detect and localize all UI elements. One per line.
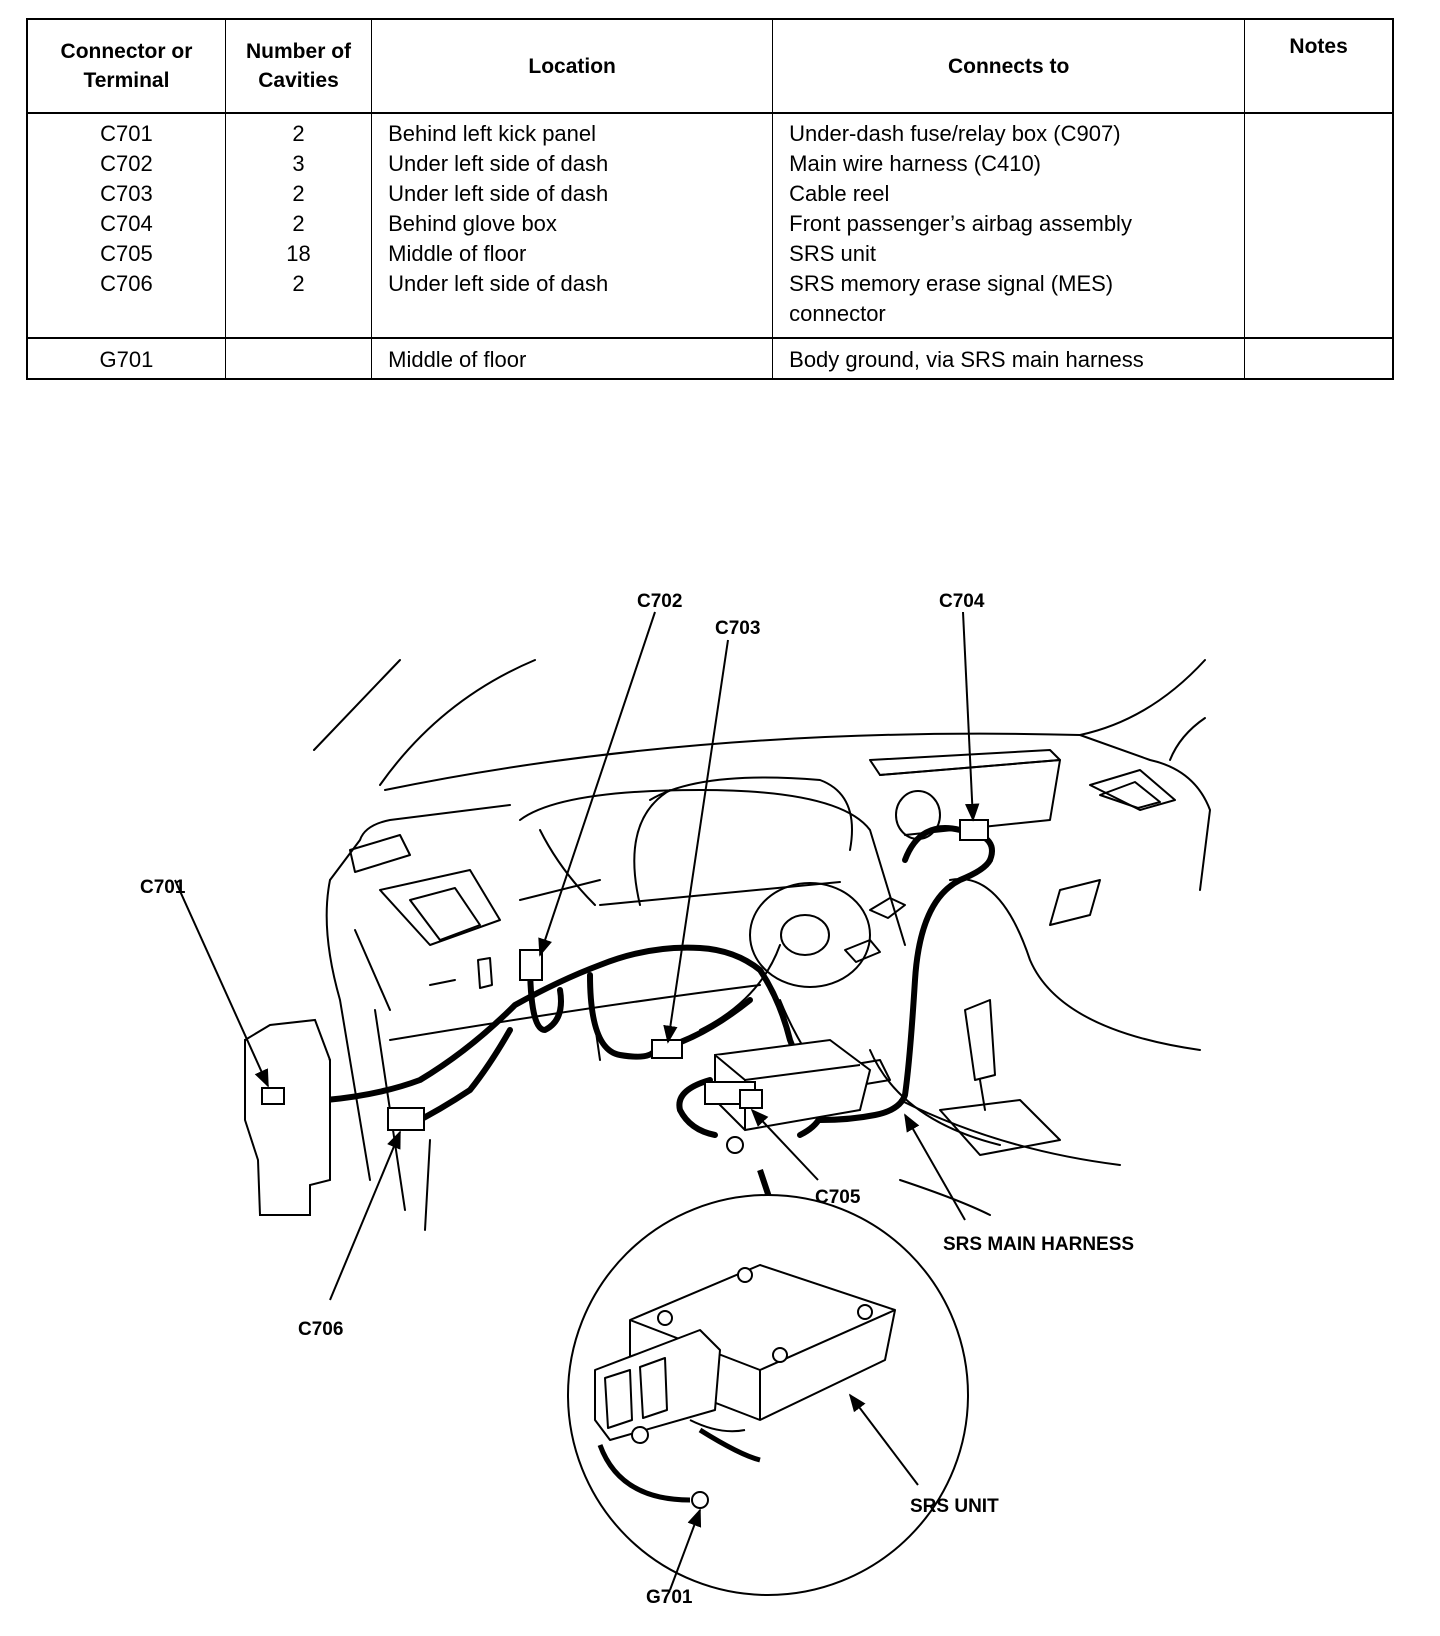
cell-cavities: 2	[224, 179, 373, 209]
cell-connects-to: Body ground, via SRS main harness	[772, 337, 1246, 379]
connects-to-line: SRS memory erase signal (MES)	[789, 271, 1114, 296]
cell-location: Middle of floor	[371, 239, 774, 269]
cell-cavities	[224, 337, 373, 379]
cell-cavities: 3	[224, 149, 373, 179]
cell-connector: C701	[26, 113, 226, 149]
connector-c704	[959, 819, 989, 841]
cell-connector: C704	[26, 209, 226, 239]
srs-connector-location-diagram: C701 C702 C703 C704 C705 C706 SRS MAIN H…	[140, 591, 1211, 1608]
label-g701: G701	[646, 1587, 693, 1608]
srs-unit-detail-inset	[567, 1194, 969, 1596]
table-row: C705 18 Middle of floor SRS unit	[26, 239, 1394, 269]
cell-location: Behind left kick panel	[371, 113, 774, 149]
cell-connector: G701	[26, 337, 226, 379]
connects-to-line: connector	[789, 301, 886, 326]
cell-connector: C706	[26, 269, 226, 338]
header-notes: Notes	[1244, 18, 1394, 114]
cell-cavities: 2	[224, 113, 373, 149]
srs-main-harness-wire	[323, 825, 995, 1138]
connector-c705	[739, 1089, 763, 1109]
cell-notes	[1244, 149, 1394, 179]
connector-c703	[651, 1039, 683, 1059]
label-c704: C704	[939, 591, 985, 612]
label-c703: C703	[715, 618, 760, 639]
table-row-ground: G701 Middle of floor Body ground, via SR…	[26, 337, 1394, 379]
table-row: C704 2 Behind glove box Front passenger’…	[26, 209, 1394, 239]
label-c705: C705	[815, 1187, 861, 1208]
label-c702: C702	[637, 591, 682, 612]
ground-terminal	[726, 1136, 744, 1154]
cell-connector: C703	[26, 179, 226, 209]
cell-connector: C702	[26, 149, 226, 179]
cell-notes	[1244, 113, 1394, 149]
cell-connects-to: SRS memory erase signal (MES) connector	[772, 269, 1246, 338]
header-connects-to: Connects to	[772, 18, 1246, 114]
cell-notes	[1244, 239, 1394, 269]
cell-location: Middle of floor	[371, 337, 774, 379]
cell-connects-to: Under-dash fuse/relay box (C907)	[772, 113, 1246, 149]
cell-notes	[1244, 337, 1394, 379]
cell-notes	[1244, 269, 1394, 338]
fuse-relay-box	[244, 1018, 331, 1216]
cell-cavities: 18	[224, 239, 373, 269]
label-c706: C706	[298, 1319, 343, 1340]
cell-connects-to: Main wire harness (C410)	[772, 149, 1246, 179]
cell-connects-to: SRS unit	[772, 239, 1246, 269]
header-location: Location	[371, 18, 774, 114]
callout-leaders	[174, 611, 980, 1591]
dashboard-outline	[313, 659, 1211, 1231]
cell-location: Behind glove box	[371, 209, 774, 239]
cell-connector: C705	[26, 239, 226, 269]
connector-c702	[519, 949, 543, 981]
table-row: C701 2 Behind left kick panel Under-dash…	[26, 113, 1394, 149]
label-srs-unit: SRS UNIT	[910, 1496, 999, 1517]
cell-location: Under left side of dash	[371, 269, 774, 338]
cell-cavities: 2	[224, 209, 373, 239]
label-srs-main-harness: SRS MAIN HARNESS	[943, 1234, 1134, 1255]
cell-connects-to: Front passenger’s airbag assembly	[772, 209, 1246, 239]
cell-location: Under left side of dash	[371, 179, 774, 209]
cell-notes	[1244, 179, 1394, 209]
cell-connects-to: Cable reel	[772, 179, 1246, 209]
cell-notes	[1244, 209, 1394, 239]
table-row: C703 2 Under left side of dash Cable ree…	[26, 179, 1394, 209]
table-row: C706 2 Under left side of dash SRS memor…	[26, 269, 1394, 338]
cell-location: Under left side of dash	[371, 149, 774, 179]
table-row: C702 3 Under left side of dash Main wire…	[26, 149, 1394, 179]
cell-cavities: 2	[224, 269, 373, 338]
label-c701: C701	[140, 877, 186, 898]
connector-c706	[387, 1107, 425, 1131]
